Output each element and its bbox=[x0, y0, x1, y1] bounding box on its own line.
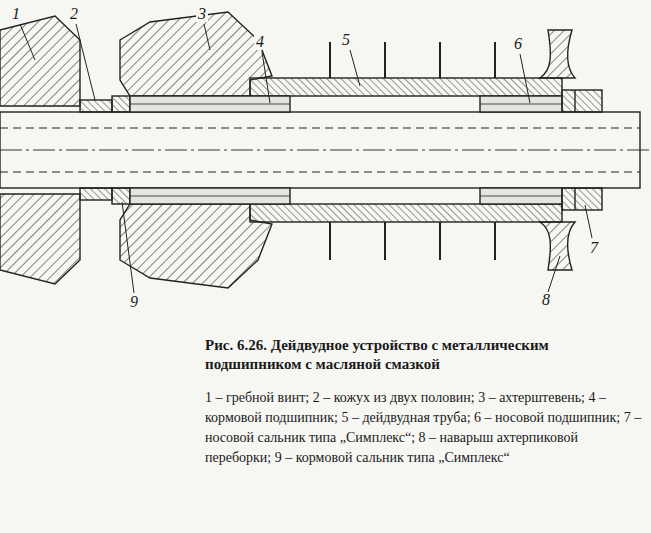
figure-caption: Рис. 6.26. Дейдвудное устройство с метал… bbox=[205, 336, 645, 374]
legend-note: 1 – гребной винт; 2 – кожух из двух поло… bbox=[205, 388, 645, 468]
callout-number: 2 bbox=[68, 6, 80, 22]
callout-number: 8 bbox=[540, 292, 552, 308]
callout-number: 4 bbox=[254, 34, 266, 50]
callout-number: 6 bbox=[512, 36, 524, 52]
callout-number: 7 bbox=[588, 240, 600, 256]
callout-number: 3 bbox=[196, 6, 208, 22]
callout-number: 9 bbox=[128, 294, 140, 310]
callout-number: 1 bbox=[10, 6, 22, 22]
callout-number: 5 bbox=[340, 32, 352, 48]
